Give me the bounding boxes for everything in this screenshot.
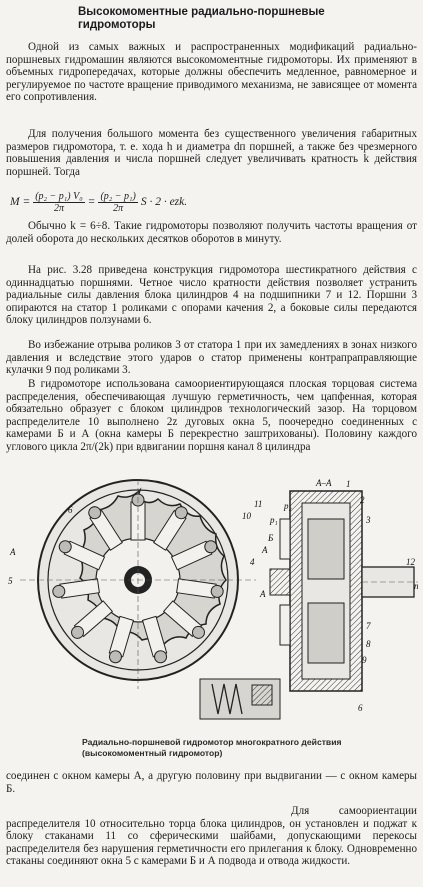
paragraph-intro: Одной из самых важных и распространенных… [6,41,417,104]
label-7: 7 [366,621,371,631]
hydromotor-drawing: А–А А А 1 2 3 4 5 6 7 8 9 10 11 12 p₁ p₂… [8,479,419,720]
paragraph-torque: Для получения большого момента без сущес… [6,128,417,178]
cam-detail [199,678,281,720]
formula-fraction-1-numerator: (p₂ − p₁) V₀ [33,190,85,203]
label-1: 1 [346,479,351,489]
paragraph-self-orientation: Для самоориентации распределителя 10 отн… [6,805,417,868]
piston [58,540,106,571]
label-chamber-a: А [261,545,268,555]
longitudinal-section-view [269,490,418,692]
piston [153,506,188,551]
formula-fraction-2-numerator: (p₂ − p₁) [98,190,138,203]
label-shaft-n: n [414,581,419,591]
piston [176,578,224,599]
label-p1: p₁ [269,515,278,525]
formula-fraction-1: (p₂ − p₁) V₀ 2π [33,190,85,214]
paragraph-rollers: Во избежание отрыва роликов 3 от статора… [6,339,417,377]
arrow-label-a-left: А [9,547,16,557]
piston [108,615,135,664]
piston [162,600,205,639]
piston [71,600,114,639]
label-3: 3 [365,515,371,525]
paragraph-distribution: В гидромоторе использована самоориентиру… [6,378,417,453]
piston [52,578,100,599]
label-2: 2 [360,495,365,505]
paragraph-chamber-connection: соединен с окном камеры А, а другую поло… [6,770,417,795]
formula-tail: S · 2 · ezk. [140,196,188,208]
figure-caption: Радиально-поршневой гидромотор многократ… [82,737,342,758]
paragraph-k-range: Обычно k = 6÷8. Такие гидромоторы позвол… [6,220,417,245]
section-label: А–А [315,479,332,488]
label-11: 11 [254,499,262,509]
label-9: 9 [362,655,367,665]
label-6-right: 6 [358,703,363,713]
piston [141,615,168,664]
arrow-label-a-right: А [259,589,266,599]
piston [88,506,123,551]
label-8: 8 [366,639,371,649]
section-heading: Высокомоментные радиально-поршневые гидр… [78,6,325,31]
formula-fraction-1-denominator: 2π [53,202,64,214]
hydromotor-figure: А–А А А 1 2 3 4 5 6 7 8 9 10 11 12 p₁ p₂… [0,479,423,737]
formula-fraction-2-denominator: 2π [113,202,124,214]
formula-lhs: M = [10,196,31,208]
label-12: 12 [406,557,416,567]
paragraph-construction: На рис. 3.28 приведена конструкция гидро… [6,264,417,327]
label-4: 4 [250,557,255,567]
formula-fraction-2: (p₂ − p₁) 2π [98,190,138,214]
piston [170,540,218,571]
label-5: 5 [8,576,13,586]
torque-formula: M = (p₂ − p₁) V₀ 2π = (p₂ − p₁) 2π S · 2… [10,190,410,214]
label-p2: p₂ [283,501,292,511]
label-10: 10 [242,511,252,521]
formula-equals: = [87,196,96,208]
label-6-left: 6 [68,505,73,515]
label-chamber-b: Б [267,533,274,543]
